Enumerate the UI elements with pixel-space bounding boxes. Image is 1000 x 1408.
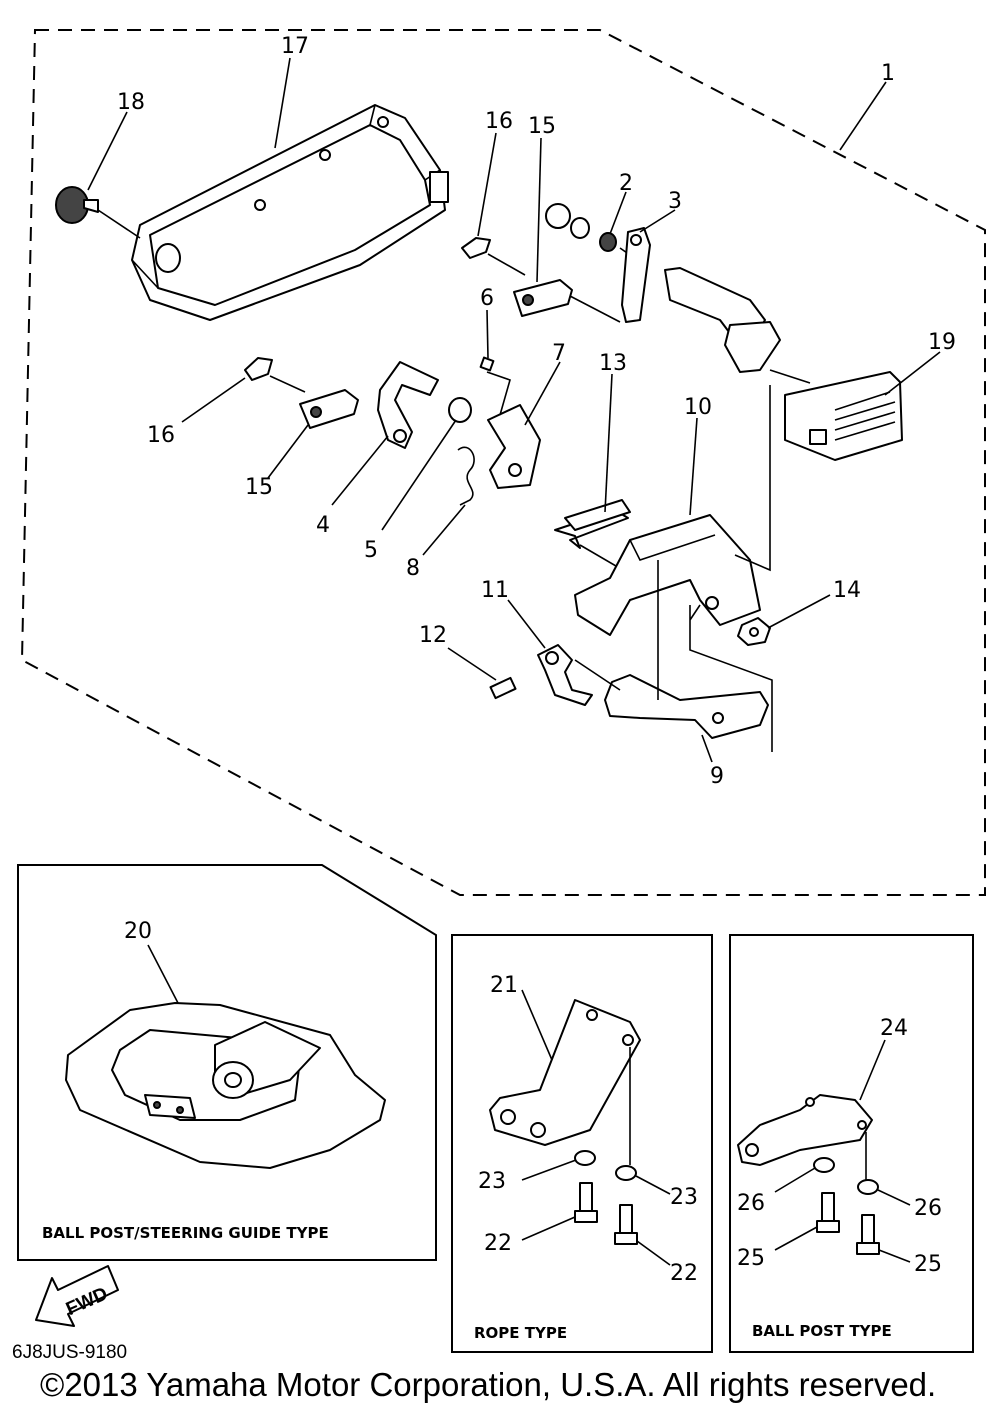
callout-7: 7 [552, 341, 566, 366]
panel-ball-post-border [729, 934, 974, 1353]
callout-9: 9 [710, 764, 724, 789]
callout-25-right: 25 [914, 1252, 942, 1277]
callout-6: 6 [480, 286, 494, 311]
part-17-cover [131, 104, 449, 321]
callout-23-left: 23 [478, 1169, 506, 1194]
part-21-rope-bracket [489, 989, 641, 1165]
callout-17: 17 [281, 34, 309, 59]
caption-steering-guide-type: BALL POST/STEERING GUIDE TYPE [42, 1224, 329, 1242]
callout-19: 19 [928, 330, 956, 355]
callout-26-right: 26 [914, 1196, 942, 1221]
callout-12: 12 [419, 623, 447, 648]
shaft-assembly [664, 267, 811, 384]
part-25-bolts-ball-post [774, 1192, 911, 1263]
fwd-arrow-icon: FWD [35, 1265, 119, 1327]
part-15-joint-upper [513, 279, 621, 323]
part-5-washer [448, 397, 472, 423]
callout-14: 14 [833, 578, 861, 603]
callout-13: 13 [599, 351, 627, 376]
part-22-bolts-rope [521, 1182, 671, 1266]
part-7-arm [486, 371, 541, 489]
part-15-joint-lower [299, 389, 359, 429]
panel-rope-border [451, 934, 713, 1353]
callout-5: 5 [364, 538, 378, 563]
callout-3: 3 [668, 189, 682, 214]
callout-15-lower: 15 [245, 475, 273, 500]
part-18-knob [55, 186, 141, 239]
part-10-bracket [574, 514, 761, 636]
part-3-lever [621, 227, 651, 323]
callout-25-left: 25 [737, 1246, 765, 1271]
part-16-clip-upper [461, 237, 526, 276]
callout-20: 20 [124, 919, 152, 944]
callout-21: 21 [490, 973, 518, 998]
part-20-steering-guide [65, 944, 386, 1169]
callout-23-right: 23 [670, 1185, 698, 1210]
callout-16-upper: 16 [485, 109, 513, 134]
assembly-outline [20, 29, 986, 896]
part-23-washers-rope [521, 1150, 671, 1195]
assembly-guide-lines [574, 385, 773, 752]
panel-steering-guide-border [17, 864, 437, 1261]
callout-8: 8 [406, 556, 420, 581]
part-6-pin [479, 356, 495, 372]
part-24-ball-post-bracket [737, 1039, 886, 1180]
caption-ball-post-type: BALL POST TYPE [752, 1322, 892, 1340]
callout-10: 10 [684, 395, 712, 420]
part-11-latch [537, 644, 593, 706]
copyright-text: ©2013 Yamaha Motor Corporation, U.S.A. A… [40, 1366, 936, 1403]
part-14-nut [737, 617, 771, 646]
callout-26-left: 26 [737, 1191, 765, 1216]
part-12-pin [489, 676, 517, 700]
part-19-grommet [784, 371, 903, 461]
leader-lines [87, 57, 941, 763]
diagram-code: 6J8JUS-9180 [12, 1342, 127, 1363]
callout-4: 4 [316, 513, 330, 538]
callout-11: 11 [481, 578, 509, 603]
part-4-lever [377, 361, 439, 449]
caption-rope-type: ROPE TYPE [474, 1324, 567, 1342]
part-16-clip-lower [244, 357, 306, 393]
callout-22-right: 22 [670, 1261, 698, 1286]
part-9-bracket [604, 674, 769, 739]
part-8-spring [457, 446, 475, 506]
callout-24: 24 [880, 1016, 908, 1041]
callout-16-lower: 16 [147, 423, 175, 448]
part-26-washers-ball-post [774, 1157, 911, 1206]
callout-2: 2 [619, 171, 633, 196]
callout-1: 1 [881, 61, 895, 86]
callout-15-upper: 15 [528, 114, 556, 139]
callout-22-left: 22 [484, 1231, 512, 1256]
callout-18: 18 [117, 90, 145, 115]
